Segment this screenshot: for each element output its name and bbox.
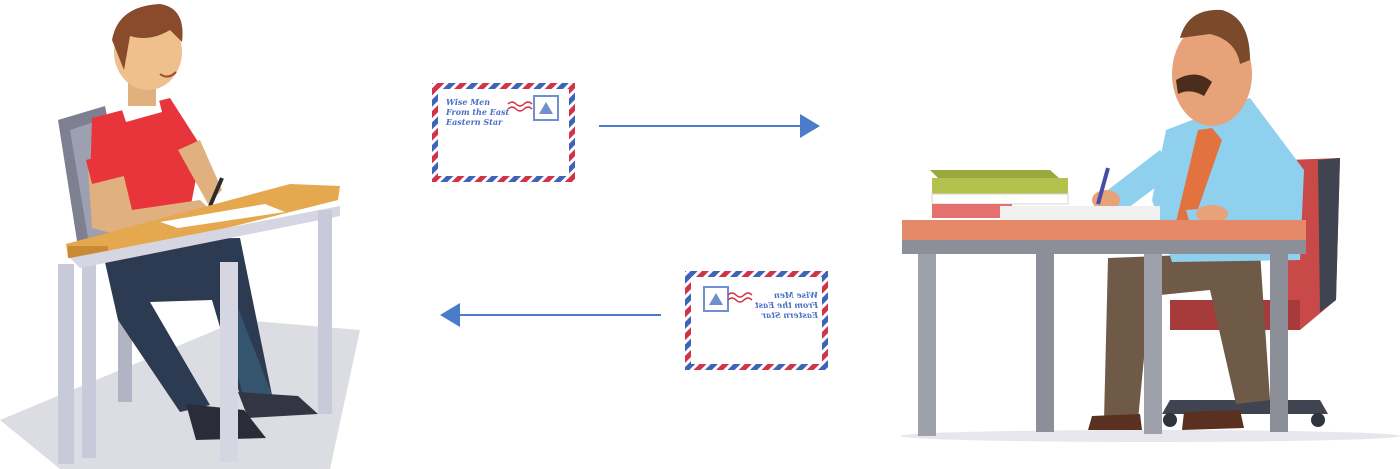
teacher-tie (1176, 128, 1222, 232)
student-paper (160, 204, 285, 228)
teacher-trousers (1104, 252, 1270, 420)
teacher-desk-top (902, 220, 1306, 240)
arrow-right-icon (599, 114, 820, 138)
student-figure (0, 4, 360, 469)
student-chair-leg (82, 258, 96, 458)
envelope-line-1: Wise Men (774, 290, 818, 300)
teacher-shoe (1088, 414, 1142, 430)
student-shoe (238, 392, 318, 418)
envelope-outgoing: Wise Men From the East Eastern Star (432, 83, 575, 182)
student-desk-leg (58, 264, 74, 464)
envelope-line-2: From the East (754, 300, 819, 310)
teacher-figure (900, 9, 1400, 442)
envelope-line-3: Eastern Star (445, 117, 503, 127)
teacher-head (1172, 22, 1252, 126)
envelope-return: Wise Men From the East Eastern Star (685, 271, 828, 370)
student-pencil (208, 177, 224, 207)
student-hair (112, 4, 183, 70)
teacher-desk-leg (918, 254, 936, 436)
envelope-line-1: Wise Men (446, 97, 490, 107)
stamp-icon (703, 286, 753, 312)
teacher-hair (1180, 9, 1250, 64)
envelope-line-2: From the East (445, 107, 510, 117)
teacher-mustache (1176, 74, 1212, 96)
stamp-icon (507, 95, 559, 121)
envelope-line-3: Eastern Star (761, 310, 819, 320)
teacher-pen (1096, 167, 1110, 205)
arrow-left-icon (440, 303, 661, 327)
teacher-open-book (1000, 206, 1160, 220)
